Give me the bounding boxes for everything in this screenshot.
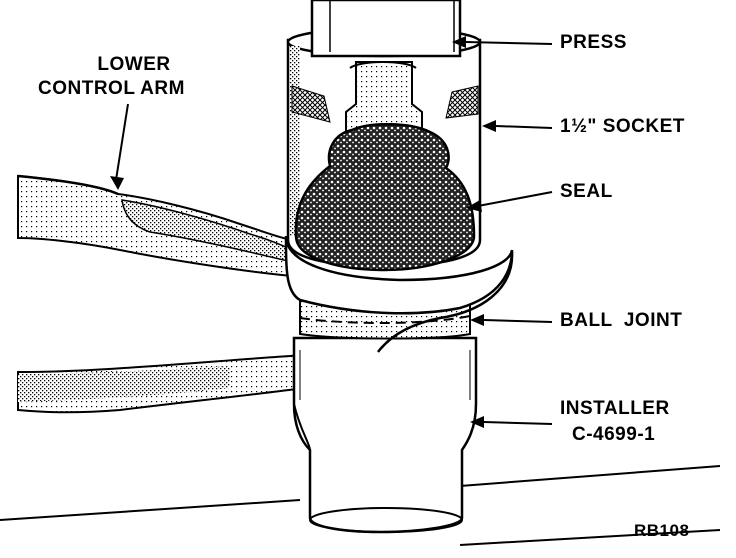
label-lower-control-arm-line1: LOWER [97,54,171,75]
installer-shoulder [293,403,477,451]
control-arm-return-curve [377,251,514,353]
arrowhead-ball-joint [470,314,484,326]
arrowhead-lower-control-arm [110,176,124,190]
label-installer: INSTALLER [560,398,670,419]
press-ram-face [329,0,455,52]
label-ball-joint: BALL JOINT [560,310,683,331]
leader-press [465,41,553,45]
label-installer-part-number: C-4699-1 [572,424,656,445]
control-arm-mount-ring [284,235,514,315]
figure-code: RB108 [634,521,690,540]
leader-socket [495,125,553,129]
arrowhead-installer [470,416,484,428]
leader-installer [483,421,553,425]
installer-bottom [309,507,463,533]
socket-hatch-left [291,85,331,123]
label-press: PRESS [560,32,627,53]
arrowhead-socket [482,120,496,132]
ball-joint-dashed-line [299,315,471,324]
frame-line-lower [0,499,301,521]
frame-line-upper [459,465,721,487]
control-arm-lower-shade [18,366,230,402]
press-ram [310,0,462,58]
leader-lower-control-arm [115,103,129,181]
arrowhead-seal [466,200,482,212]
seal-boot [294,123,476,272]
socket-hatch-right [445,85,479,119]
installer-highlight [299,350,471,400]
leader-seal [477,191,553,207]
label-lower-control-arm: LOWER [74,54,194,76]
ball-stud-top [349,61,417,69]
arrowhead-press [452,36,466,48]
label-socket: 1½" SOCKET [560,116,685,137]
label-seal: SEAL [560,181,613,202]
installer-body [292,336,478,534]
control-arm-upper-edge [17,174,119,196]
leader-ball-joint [483,319,553,323]
label-lower-control-arm-line2: CONTROL ARM [38,78,185,99]
frame-line-bottom [459,529,721,546]
